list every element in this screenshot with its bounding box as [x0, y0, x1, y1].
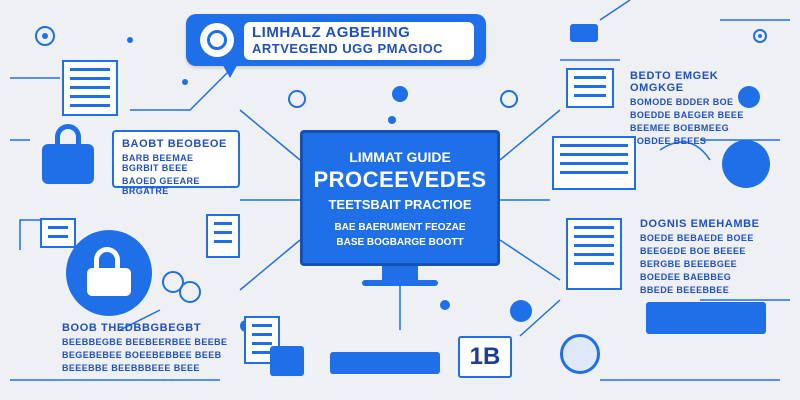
node-icon	[500, 90, 518, 108]
number-box: 1B	[458, 336, 512, 378]
badge-icon	[722, 140, 770, 188]
block-line: BBEDE BEEEBBEE	[640, 285, 730, 295]
monitor-line-5: BASE BOGBARGE BOOTT	[336, 237, 464, 248]
monitor-line-4: BAE BAERUMENT FEOZAE	[334, 222, 466, 233]
node-icon	[288, 90, 306, 108]
monitor-stand	[382, 266, 418, 282]
monitor-base	[362, 280, 438, 286]
block-line: BEEEBBE BEEBBBEEE BEEE	[62, 363, 200, 373]
laptop-icon	[552, 136, 636, 190]
title-banner: LIMHALZ AGBEHING ARTVEGEND UGG PMAGIOC	[186, 14, 486, 66]
info-card-left: BAOBT BEOBEOE BARB BEEMAE BGRBIT BEEE BA…	[112, 130, 240, 196]
block-line: BEEGEDE BOE BEEEE	[640, 246, 746, 256]
monitor-line-1: LIMMAT GUIDE	[349, 149, 451, 165]
card-heading: BAOBT BEOBEOE	[122, 138, 227, 150]
block-line: BEEMEE BOEBMEEG	[630, 123, 730, 133]
block-heading: BOOB THEDBBGBEGBT	[62, 322, 202, 334]
block-heading: DOGNIS EMEHAMBE	[640, 218, 760, 230]
banner-tail	[220, 60, 240, 78]
monitor-icon	[566, 68, 614, 108]
info-block-right-mid: DOGNIS EMEHAMBE BOEDE BEBAEDE BOEE BEEGE…	[640, 218, 780, 295]
block-line: BEGEBEBEE BOEEBEBBEE BEEB	[62, 350, 222, 360]
tablet-icon	[566, 218, 622, 290]
block-heading: BEDTO EMGEK OMGKGE	[630, 70, 719, 94]
block-line: BOMODE BDDER BOE	[630, 97, 734, 107]
block-line: BERGBE BEEEBGEE	[640, 259, 738, 269]
screen-panel	[646, 302, 766, 334]
node-icon	[738, 86, 760, 108]
padlock-icon	[66, 230, 152, 316]
card-line: BARB BEEMAE BGRBIT BEEE	[122, 153, 194, 173]
info-block-right-top: BEDTO EMGEK OMGKGE BOMODE BDDER BOE BOED…	[630, 70, 770, 146]
document-icon	[206, 214, 240, 258]
block-line: BOBDEE BEEES	[630, 136, 707, 146]
node-icon	[510, 300, 532, 322]
node-icon	[388, 116, 396, 124]
node-icon	[392, 86, 408, 102]
info-block-bottom-left: BOOB THEDBBGBEGBT BEEBBEGBE BEEBEERBEE B…	[62, 322, 232, 373]
banner-text: LIMHALZ AGBEHING ARTVEGEND UGG PMAGIOC	[244, 22, 474, 60]
card-icon	[570, 24, 598, 42]
card-line: BAOED GEEARE BRGATRE	[122, 176, 200, 196]
card-icon	[270, 346, 304, 376]
document-icon	[40, 218, 76, 248]
banner-line-1: LIMHALZ AGBEHING	[252, 24, 411, 41]
monitor-line-3: TEETSBAIT PRACTIOE	[328, 197, 472, 212]
block-line: BOEDDE BAEGER BEEE	[630, 110, 744, 120]
block-line: BEEBBEGBE BEEBEERBEE BEEBE	[62, 337, 228, 347]
spreadsheet-icon	[62, 60, 118, 116]
block-line: BOEDEE BAEBBEG	[640, 272, 732, 282]
globe-icon	[560, 334, 600, 374]
main-monitor: LIMMAT GUIDE PROCEEVEDES TEETSBAIT PRACT…	[300, 130, 500, 266]
progress-bar	[330, 352, 440, 374]
banner-line-2: ARTVEGEND UGG PMAGIOC	[252, 41, 444, 56]
padlock-icon	[42, 124, 94, 184]
node-icon	[440, 300, 450, 310]
target-icon	[200, 23, 234, 57]
monitor-title: PROCEEVEDES	[313, 167, 487, 192]
block-line: BOEDE BEBAEDE BOEE	[640, 233, 754, 243]
